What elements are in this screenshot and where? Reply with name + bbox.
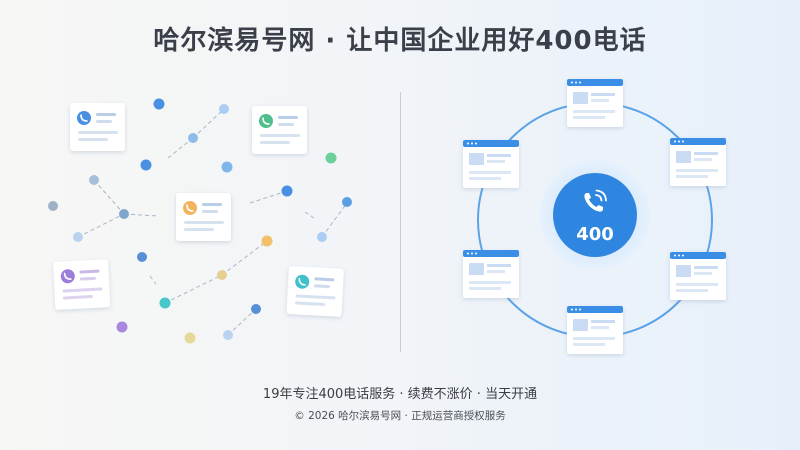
phone-icon bbox=[77, 111, 91, 125]
web-window-card bbox=[567, 79, 623, 127]
network-node bbox=[281, 185, 293, 197]
web-window-card bbox=[670, 252, 726, 300]
network-node bbox=[188, 133, 198, 143]
phone-icon bbox=[259, 114, 273, 128]
web-window-card bbox=[463, 140, 519, 188]
tagline: 19年专注400电话服务 · 续费不涨价 · 当天开通 bbox=[262, 387, 538, 402]
network-node bbox=[317, 232, 327, 242]
network-node bbox=[137, 252, 147, 262]
network-nodes bbox=[48, 98, 352, 344]
contact-card bbox=[53, 259, 111, 310]
phone-ringing-icon bbox=[584, 189, 607, 212]
network-node bbox=[219, 104, 229, 114]
page-title: 哈尔滨易号网 · 让中国企业用好400电话 bbox=[153, 26, 647, 56]
contact-card bbox=[176, 193, 231, 241]
network-node bbox=[221, 161, 233, 173]
network-node bbox=[89, 175, 99, 185]
network-node bbox=[251, 304, 261, 314]
phone-icon bbox=[183, 201, 197, 215]
network-node bbox=[325, 152, 337, 164]
network-node bbox=[140, 159, 152, 171]
network-node bbox=[159, 297, 171, 309]
network-dashed-links bbox=[77, 108, 348, 336]
web-window-card bbox=[567, 306, 623, 354]
network-node bbox=[184, 332, 196, 344]
contact-card bbox=[286, 266, 344, 317]
network-node bbox=[261, 235, 273, 247]
hub-label: 400 bbox=[576, 224, 614, 245]
network-node bbox=[73, 232, 83, 242]
web-window-card bbox=[463, 250, 519, 298]
hub-circle bbox=[553, 173, 637, 257]
footer-copyright: © 2026 哈尔滨易号网 · 正规运营商授权服务 bbox=[294, 410, 506, 422]
contact-card bbox=[252, 106, 307, 154]
web-window-card bbox=[670, 138, 726, 186]
center-divider bbox=[400, 92, 401, 352]
network-node bbox=[342, 197, 352, 207]
network-node bbox=[223, 330, 233, 340]
scattered-network bbox=[48, 98, 352, 344]
contact-card bbox=[70, 103, 125, 151]
unified-hub: 400 bbox=[463, 79, 726, 354]
network-node bbox=[116, 321, 128, 333]
network-node bbox=[48, 201, 58, 211]
network-node bbox=[153, 98, 165, 110]
network-node bbox=[119, 209, 129, 219]
network-node bbox=[217, 270, 227, 280]
